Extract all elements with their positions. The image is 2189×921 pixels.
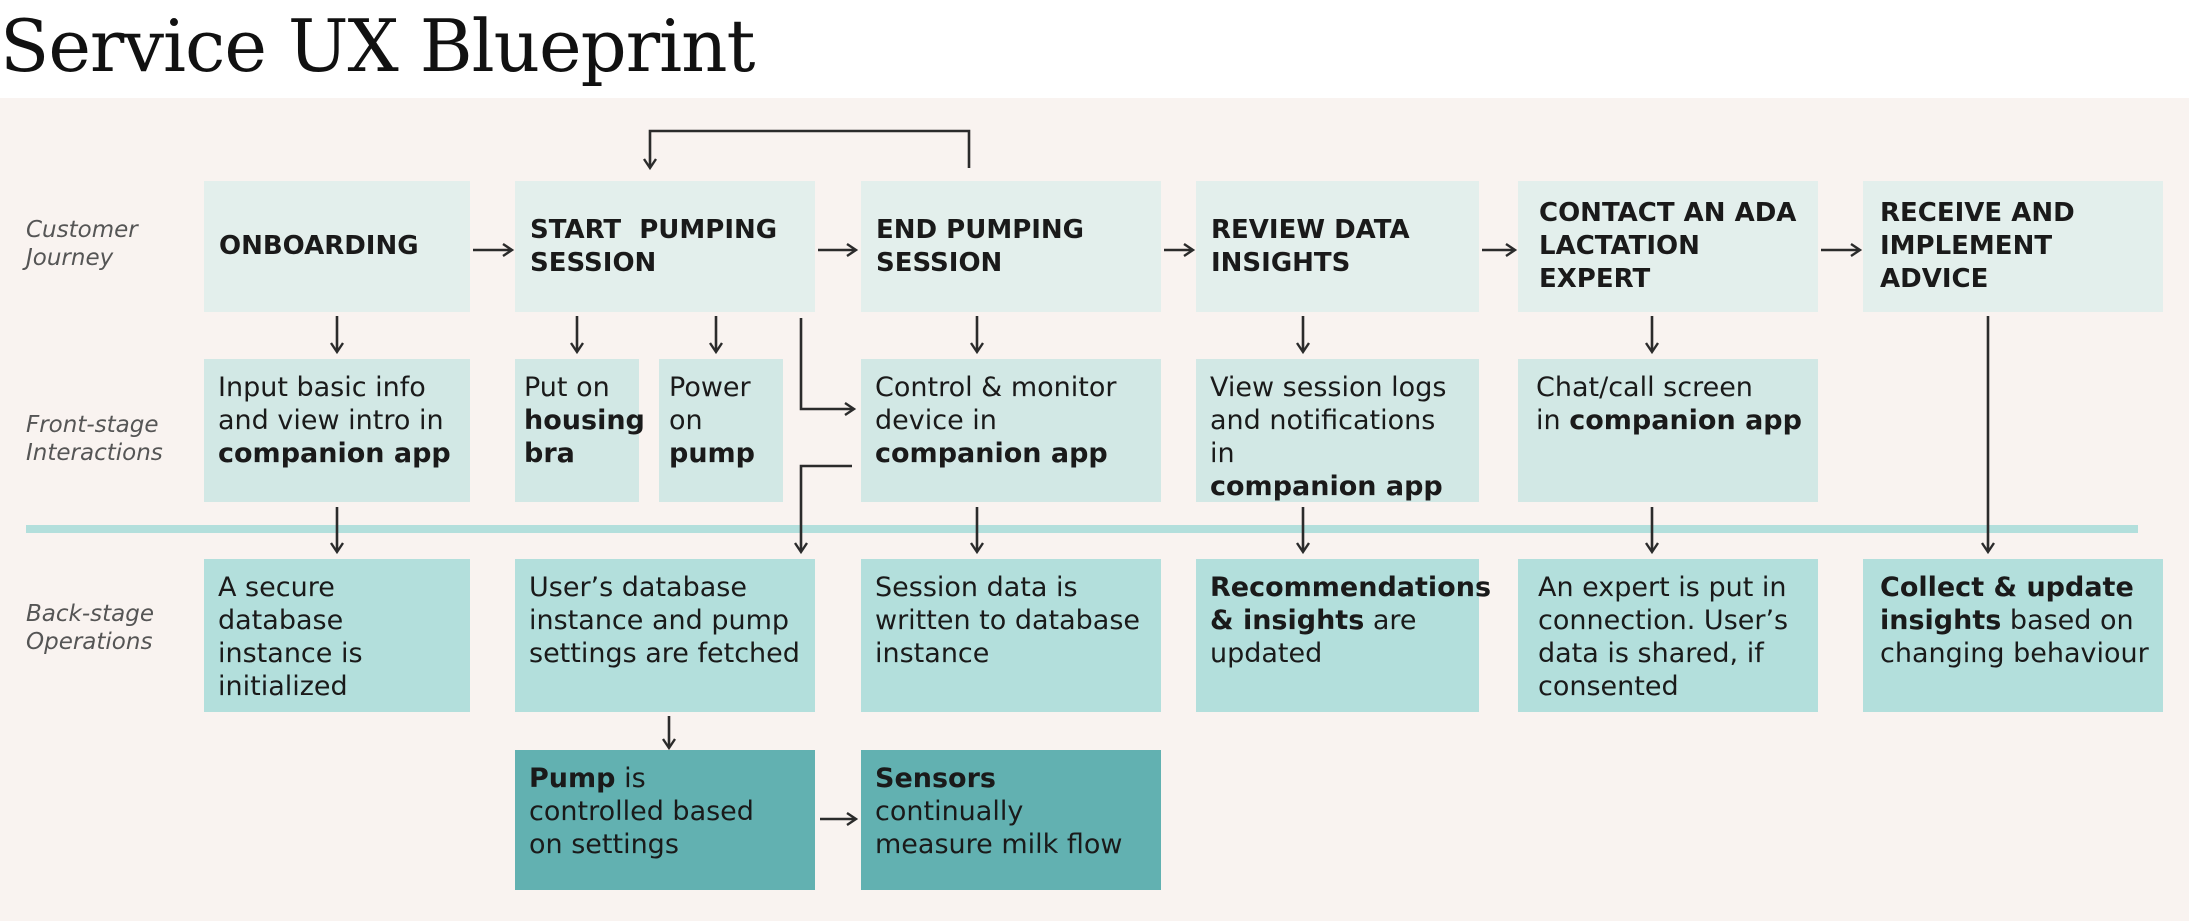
row-label-back-stage: Back-stage Operations xyxy=(26,600,154,656)
step-line: INSIGHTS xyxy=(1211,247,1351,278)
card-line: & insights are xyxy=(1210,605,1417,636)
front-view-logs-card: View session logs and notifications in c… xyxy=(1196,359,1479,502)
step-line: CONTACT AN ADA xyxy=(1539,198,1797,228)
front-control-monitor-card: Control & monitor device in companion ap… xyxy=(861,359,1161,502)
row-label-line: Front-stage xyxy=(26,412,159,438)
card-line: Sensors continually xyxy=(875,763,1024,827)
card-line: pump xyxy=(669,438,756,469)
card-line: housing xyxy=(524,405,645,436)
card-line: companion app xyxy=(1210,471,1443,502)
card-line: An expert is put in xyxy=(1538,572,1787,603)
card-line: User’s database xyxy=(529,572,747,603)
step-line: SESSION xyxy=(876,247,1003,278)
card-line: instance is xyxy=(218,638,363,669)
card-line: initialized xyxy=(218,671,348,702)
card-line: Control & monitor xyxy=(875,372,1117,403)
step-line: SESSION xyxy=(530,247,657,278)
row-label-customer-journey: Customer Journey xyxy=(26,216,138,272)
step-line: RECEIVE AND xyxy=(1880,198,2075,228)
card-line: View session logs xyxy=(1210,372,1447,403)
card-line: changing behaviour xyxy=(1880,638,2149,669)
card-line: Chat/call screen xyxy=(1536,372,1753,403)
row-label-line: Customer xyxy=(26,217,138,243)
card-line: Recommendations xyxy=(1210,572,1492,603)
card-line: on settings xyxy=(529,829,679,860)
card-line: Session data is xyxy=(875,572,1078,603)
card-line: consented xyxy=(1538,671,1679,702)
row-label-line: Journey xyxy=(26,245,114,271)
back-recommendations-card: Recommendations & insights are updated xyxy=(1196,559,1492,712)
page-title: Service UX Blueprint xyxy=(0,4,755,88)
card-line: Power xyxy=(669,372,751,403)
card-line: controlled based xyxy=(529,796,754,827)
card-line: companion app xyxy=(218,438,451,469)
back-database-init-card: A secure database instance is initialize… xyxy=(204,559,470,712)
step-line: END PUMPING xyxy=(876,214,1085,245)
journey-step-onboarding: ONBOARDING xyxy=(204,181,470,312)
card-line: A secure database xyxy=(218,572,344,636)
step-line: START PUMPING xyxy=(530,214,778,245)
card-line: connection. User’s xyxy=(1538,605,1789,636)
card-line: Put on xyxy=(524,372,610,403)
deep-pump-controlled-card: Pump is controlled based on settings xyxy=(515,750,815,890)
step-line: REVIEW DATA xyxy=(1211,214,1410,245)
card-line: device in xyxy=(875,405,997,436)
card-line: instance xyxy=(875,638,990,669)
card-line: companion app xyxy=(875,438,1108,469)
row-label-line: Back-stage xyxy=(26,601,154,627)
row-label-front-stage: Front-stage Interactions xyxy=(26,411,163,467)
card-line: Input basic info xyxy=(218,372,426,403)
card-line: in companion app xyxy=(1536,405,1802,436)
back-collect-insights-card: Collect & update insights based on chang… xyxy=(1863,559,2163,712)
card-line: measure milk flow xyxy=(875,829,1123,860)
back-expert-connection-card: An expert is put in connection. User’s d… xyxy=(1518,559,1818,712)
front-chat-call-card: Chat/call screen in companion app xyxy=(1518,359,1818,502)
card-line: Collect & update xyxy=(1880,572,2134,603)
card-line: insights based on xyxy=(1880,605,2134,636)
front-onboarding-card: Input basic info and view intro in compa… xyxy=(204,359,470,502)
card-line: Pump is xyxy=(529,763,646,794)
back-settings-fetched-card: User’s database instance and pump settin… xyxy=(515,559,815,712)
line-of-visibility xyxy=(26,525,2138,533)
back-session-data-card: Session data is written to database inst… xyxy=(861,559,1161,712)
card-line: instance and pump xyxy=(529,605,790,636)
deep-sensors-card: Sensors continually measure milk flow xyxy=(861,750,1161,890)
step-line: ONBOARDING xyxy=(219,231,419,261)
step-line: IMPLEMENT ADVICE xyxy=(1880,231,2053,294)
front-power-pump-card: Power on pump xyxy=(659,359,783,502)
row-label-line: Interactions xyxy=(26,440,163,466)
card-line: settings are fetched xyxy=(529,638,800,669)
card-line: data is shared, if xyxy=(1538,638,1764,669)
card-line: and notifications in xyxy=(1210,405,1436,469)
card-line: and view intro in xyxy=(218,405,444,436)
step-line: LACTATION EXPERT xyxy=(1539,231,1700,294)
front-put-on-bra-card: Put on housing bra xyxy=(515,359,645,502)
card-line: updated xyxy=(1210,638,1323,669)
card-line: written to database xyxy=(875,605,1141,636)
card-line: on xyxy=(669,405,703,436)
card-line: bra xyxy=(524,438,575,469)
row-label-line: Operations xyxy=(26,629,153,655)
